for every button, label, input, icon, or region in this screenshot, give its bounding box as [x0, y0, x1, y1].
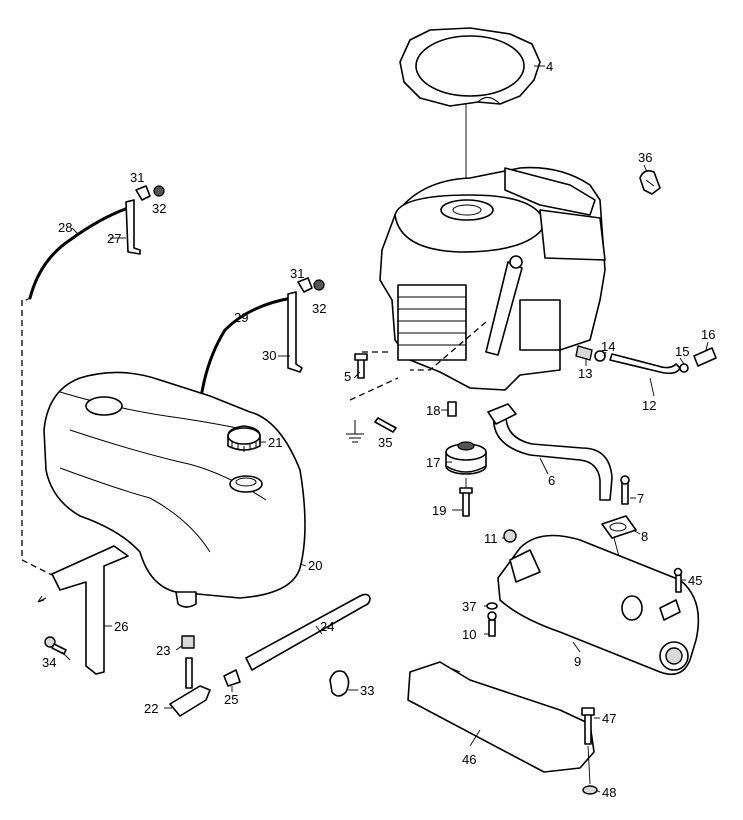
exhaust-pipe-6	[487, 403, 613, 501]
fuel-filter-16	[693, 347, 717, 367]
callout-9: 9	[574, 654, 581, 669]
clamp-25	[223, 669, 241, 687]
clamp-8	[601, 515, 637, 539]
callout-46: 46	[462, 752, 476, 767]
nut-32a	[153, 185, 165, 197]
pulley-17	[445, 441, 487, 475]
callout-13: 13	[578, 366, 592, 381]
callout-20: 20	[308, 558, 322, 573]
callout-48: 48	[602, 785, 616, 800]
engine-assembly	[379, 166, 606, 391]
callout-45: 45	[688, 573, 702, 588]
callout-26: 26	[114, 619, 128, 634]
callout-4: 4	[546, 59, 553, 74]
callout-18: 18	[426, 403, 440, 418]
washer-37	[486, 602, 498, 610]
callout-23: 23	[156, 643, 170, 658]
callout-30: 30	[262, 348, 276, 363]
callout-21: 21	[268, 435, 282, 450]
callout-10: 10	[462, 627, 476, 642]
callout-16: 16	[701, 327, 715, 342]
screw-45	[673, 567, 683, 593]
shutoff-valve-22	[169, 657, 211, 717]
callout-36: 36	[638, 150, 652, 165]
bolt-19	[459, 487, 473, 517]
heat-shield-46	[407, 661, 595, 773]
callout-12: 12	[642, 398, 656, 413]
bolt-34	[44, 636, 67, 655]
callout-33: 33	[360, 683, 374, 698]
fitting-13	[575, 345, 593, 361]
fitting-23	[181, 635, 195, 649]
clamp-36	[639, 170, 661, 195]
callout-6: 6	[548, 473, 555, 488]
callout-31a: 31	[130, 170, 144, 185]
ground-screw-35	[374, 417, 397, 433]
callout-31b: 31	[290, 266, 304, 281]
nut-48	[582, 785, 598, 795]
callout-25: 25	[224, 692, 238, 707]
fuel-hose-12	[609, 353, 681, 375]
callout-32a: 32	[152, 201, 166, 216]
cable-bracket-30	[287, 291, 303, 373]
ground-symbol	[346, 420, 364, 443]
callout-28: 28	[58, 220, 72, 235]
callout-5: 5	[344, 369, 351, 384]
bolt-10	[487, 611, 497, 637]
tank-bracket-26	[51, 545, 129, 675]
callout-47: 47	[602, 711, 616, 726]
fuel-neck	[229, 475, 263, 493]
fuel-line-24	[245, 593, 371, 671]
callout-11: 11	[484, 531, 498, 546]
bolt-5	[354, 353, 368, 379]
nut-32b	[313, 279, 325, 291]
clamp-14	[594, 350, 606, 362]
callout-7: 7	[637, 491, 644, 506]
callout-15: 15	[675, 344, 689, 359]
clip-31b	[297, 277, 313, 293]
muffler-9	[497, 534, 700, 676]
air-cleaner-gasket	[399, 27, 541, 107]
clamp-15	[679, 363, 689, 373]
pin-18	[447, 401, 457, 417]
nut-11	[503, 529, 517, 543]
screw-7	[620, 475, 630, 505]
callout-22: 22	[144, 701, 158, 716]
callout-34: 34	[42, 655, 56, 670]
bolt-47	[581, 707, 595, 745]
callout-17: 17	[426, 455, 440, 470]
callout-19: 19	[432, 503, 446, 518]
throttle-cable-28	[25, 206, 130, 301]
clamp-33	[329, 670, 350, 697]
callout-32b: 32	[312, 301, 326, 316]
callout-24: 24	[320, 619, 334, 634]
fuel-cap-21	[227, 425, 261, 452]
callout-37: 37	[462, 599, 476, 614]
callout-14: 14	[601, 339, 615, 354]
callout-35: 35	[378, 435, 392, 450]
callout-27: 27	[107, 231, 121, 246]
clip-31a	[135, 185, 151, 201]
callout-8: 8	[641, 529, 648, 544]
callout-29: 29	[234, 310, 248, 325]
cable-bracket-27	[125, 199, 141, 255]
